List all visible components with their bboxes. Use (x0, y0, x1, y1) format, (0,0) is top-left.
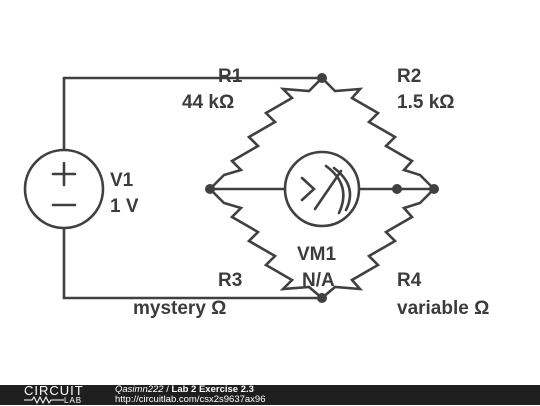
resistor-r3[interactable] (208, 187, 324, 300)
resistor-r1[interactable] (208, 76, 324, 191)
circuit-url[interactable]: http://circuitlab.com/csx2s9637ax96 (115, 394, 266, 405)
r2-value-label: 1.5 kΩ (397, 92, 455, 113)
wire-bottom (62, 226, 324, 300)
r2-name-label: R2 (397, 66, 421, 87)
author-link[interactable]: Qasimn222 (115, 384, 164, 395)
footer-separator: / (163, 384, 172, 395)
r3-name-label: R3 (218, 270, 242, 291)
voltage-source-v1[interactable] (23, 148, 105, 230)
resistor-logo-icon (24, 396, 64, 404)
r4-name-label: R4 (397, 270, 422, 291)
logo-text-bottom: LAB (64, 396, 83, 405)
logo-text-top: CIRCUIT (24, 383, 84, 398)
r1-value-label: 44 kΩ (182, 92, 234, 113)
footer-meta: Qasimn222 / Lab 2 Exercise 2.3 http://ci… (115, 385, 266, 405)
node-right (429, 184, 439, 194)
footer-bar: CIRCUIT LAB Qasimn222 / Lab 2 Exercise 2… (0, 383, 540, 405)
r1-name-label: R1 (218, 66, 243, 87)
r4-value-label: variable Ω (397, 298, 489, 319)
node-bottom (317, 293, 327, 303)
v1-name-label: V1 (110, 170, 134, 191)
circuit-title[interactable]: Lab 2 Exercise 2.3 (171, 384, 254, 395)
node-left (205, 184, 215, 194)
circuitlab-logo[interactable]: CIRCUIT LAB (24, 383, 100, 405)
node-top (317, 73, 327, 83)
r3-value-label: mystery Ω (133, 298, 226, 319)
resistor-r4[interactable] (320, 187, 436, 300)
resistor-r2[interactable] (320, 76, 436, 191)
v1-value-label: 1 V (110, 196, 139, 217)
voltmeter-vm1[interactable] (283, 150, 361, 228)
vm1-name-label: VM1 (297, 244, 337, 265)
vm1-value-label: N/A (302, 270, 335, 291)
node-meter-right (392, 184, 402, 194)
circuit-schematic: V1 1 V R1 44 kΩ R2 1.5 kΩ R3 mystery Ω R… (23, 66, 489, 319)
